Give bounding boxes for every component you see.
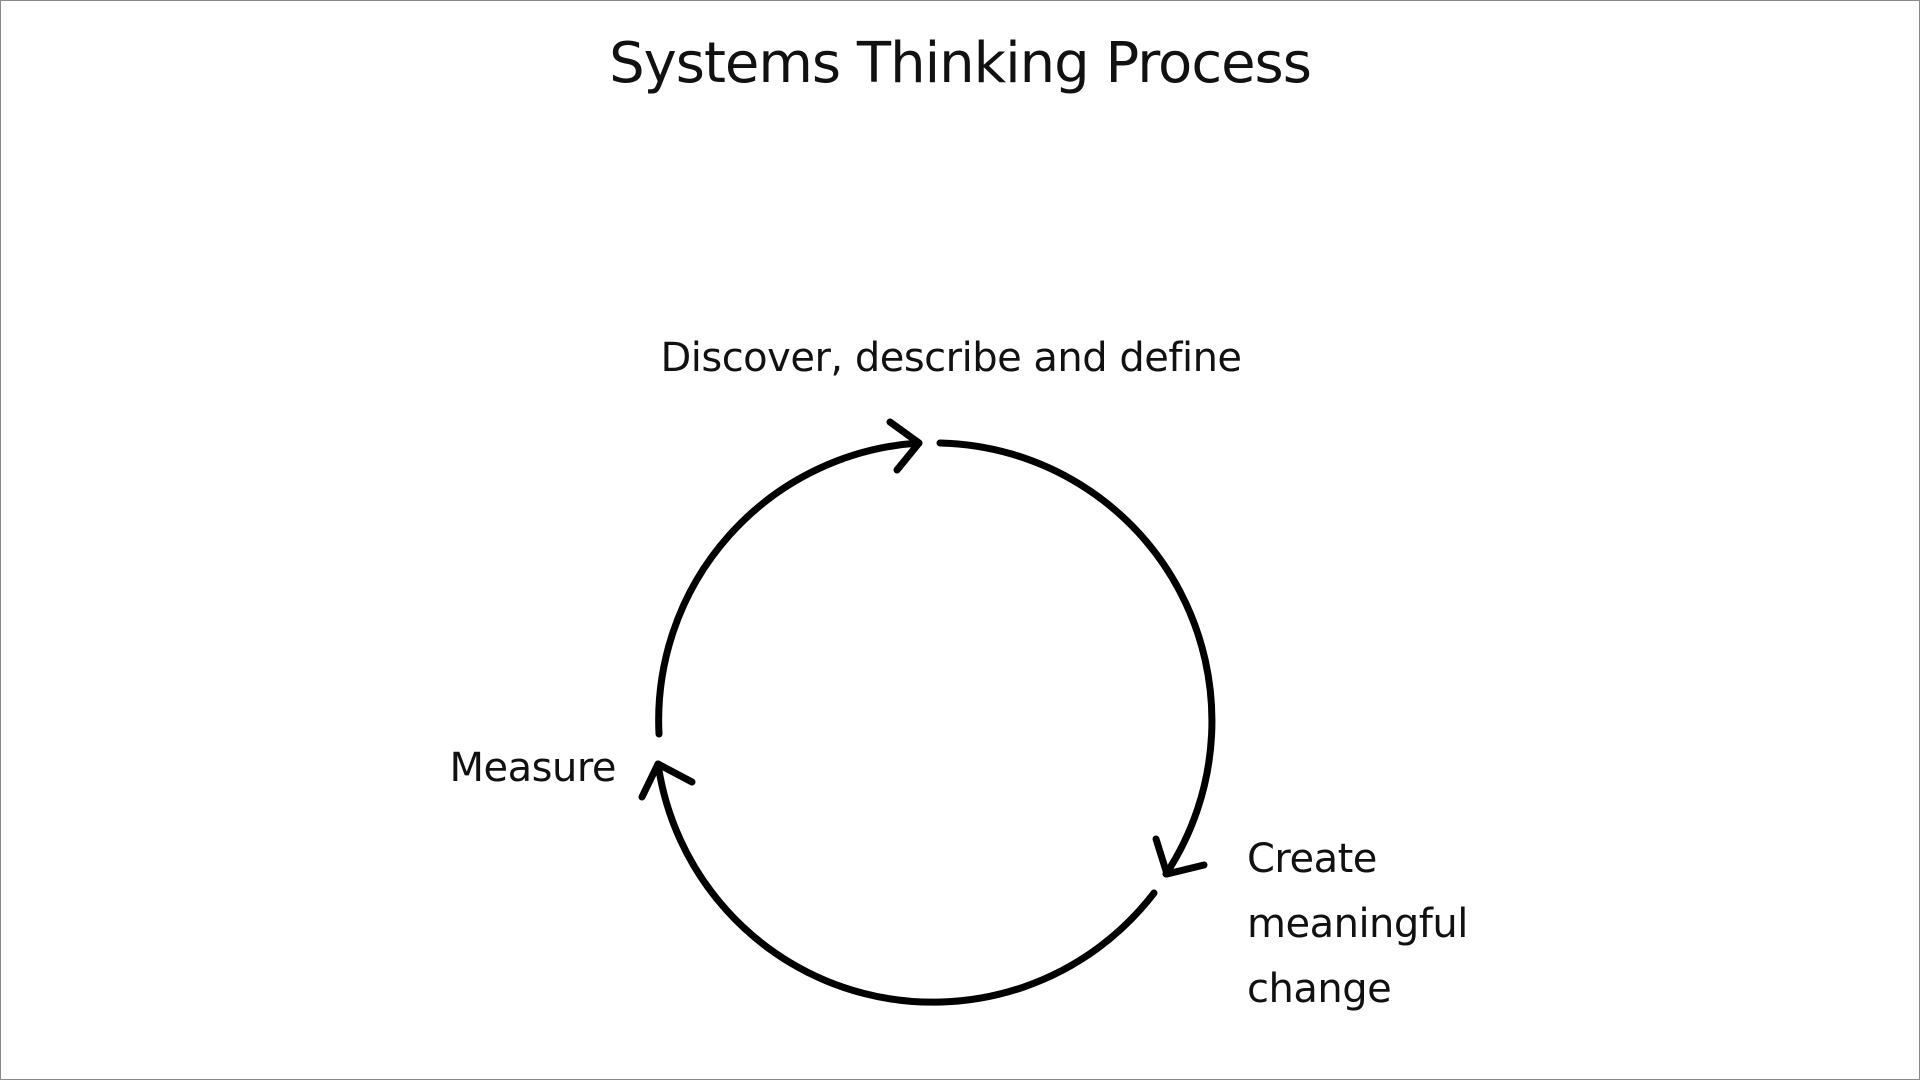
stage-label-discover: Discover, describe and define — [660, 335, 1242, 381]
cycle-arrow-change-to-measure — [654, 760, 1158, 1006]
arrowhead-change — [1152, 835, 1208, 878]
cycle-arrow-measure-to-define — [655, 439, 923, 738]
stage-label-measure: Measure — [449, 745, 617, 791]
cycle-arrow-define-to-change — [936, 439, 1216, 878]
arrowhead-measure — [638, 760, 696, 801]
arrowhead-define — [886, 418, 923, 474]
stage-label-create-change: Create meaningful change — [1247, 836, 1468, 1012]
diagram-title: Systems Thinking Process — [609, 31, 1312, 96]
